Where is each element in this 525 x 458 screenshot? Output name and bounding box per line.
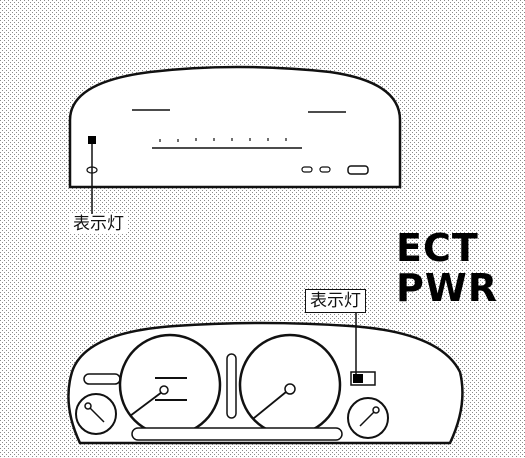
ect-pwr-label: ECT PWR — [396, 228, 498, 308]
top-panel-scale-ticks — [159, 138, 287, 142]
top-panel — [68, 65, 402, 214]
left-small-gauge-needle — [87, 405, 105, 423]
right-small-gauge-hub — [372, 406, 380, 414]
indicator-label-bottom: 表示灯 — [305, 289, 366, 313]
pwr-text: PWR — [396, 266, 499, 310]
top-panel-outline — [68, 65, 402, 189]
top-panel-button-3 — [347, 165, 369, 175]
indicator-label-top: 表示灯 — [70, 214, 127, 234]
tachometer-hub — [284, 383, 296, 395]
top-panel-button-2 — [319, 166, 331, 173]
bottom-cluster — [67, 312, 464, 445]
right-small-gauge-needle — [359, 409, 377, 427]
bottom-indicator-lamp — [353, 374, 363, 383]
speedometer-needle — [129, 391, 163, 417]
bottom-odometer-slot — [131, 427, 343, 441]
tachometer-needle — [253, 391, 287, 419]
center-divider — [226, 353, 237, 419]
left-small-gauge-hub — [84, 402, 92, 410]
top-panel-button-1 — [301, 166, 313, 173]
ect-text: ECT — [396, 226, 479, 270]
top-indicator-lamp — [88, 136, 96, 144]
left-warning-slot — [83, 373, 121, 385]
speedometer-hub — [159, 385, 169, 395]
speedometer-gauge — [118, 333, 222, 437]
